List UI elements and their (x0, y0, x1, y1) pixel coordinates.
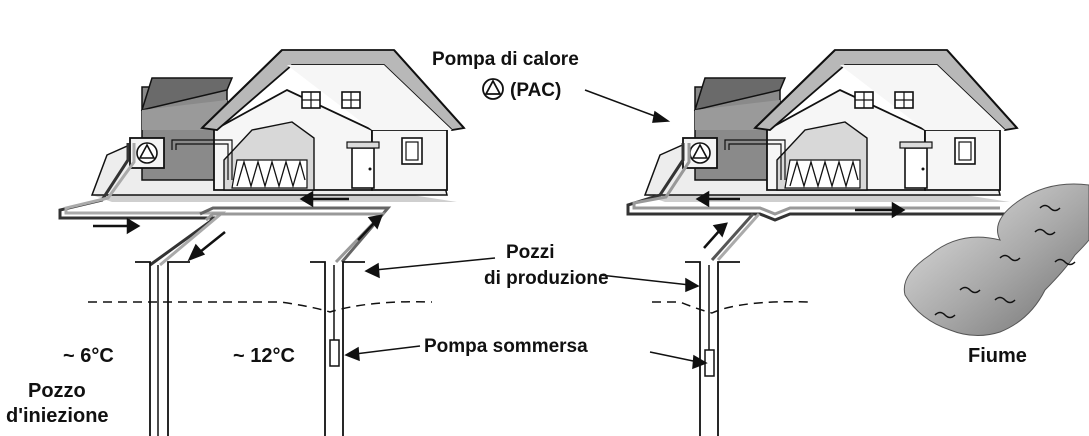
pump-symbol-icon (482, 78, 504, 100)
right-well (685, 261, 740, 436)
right-piping (626, 143, 1010, 261)
flow-arrow-icon (695, 190, 906, 249)
submersible-pump-left (329, 339, 340, 367)
flow-arrow-icon (93, 190, 383, 262)
pac-label-line1: Pompa di calore (432, 49, 579, 70)
house-right (644, 49, 1018, 203)
pac-label-line2: (PAC) (510, 80, 561, 101)
pozzi-label-line2: di produzione (484, 268, 609, 289)
pompa-sommersa-label: Pompa sommersa (424, 336, 588, 357)
river-waves (934, 204, 1076, 319)
house-left (91, 49, 465, 203)
temp-cold-label: ~ 6°C (63, 345, 114, 367)
water-table-right (652, 301, 811, 314)
pozzo-label-line1: Pozzo (28, 380, 86, 402)
pozzi-label-line1: Pozzi (506, 242, 555, 263)
temp-warm-label: ~ 12°C (233, 345, 295, 367)
river (903, 183, 1089, 336)
pozzo-label-line2: d'iniezione (6, 405, 109, 427)
callout-arrows (344, 89, 708, 370)
fiume-label: Fiume (968, 345, 1027, 367)
left-wells (135, 261, 365, 436)
water-table-left (88, 300, 433, 313)
